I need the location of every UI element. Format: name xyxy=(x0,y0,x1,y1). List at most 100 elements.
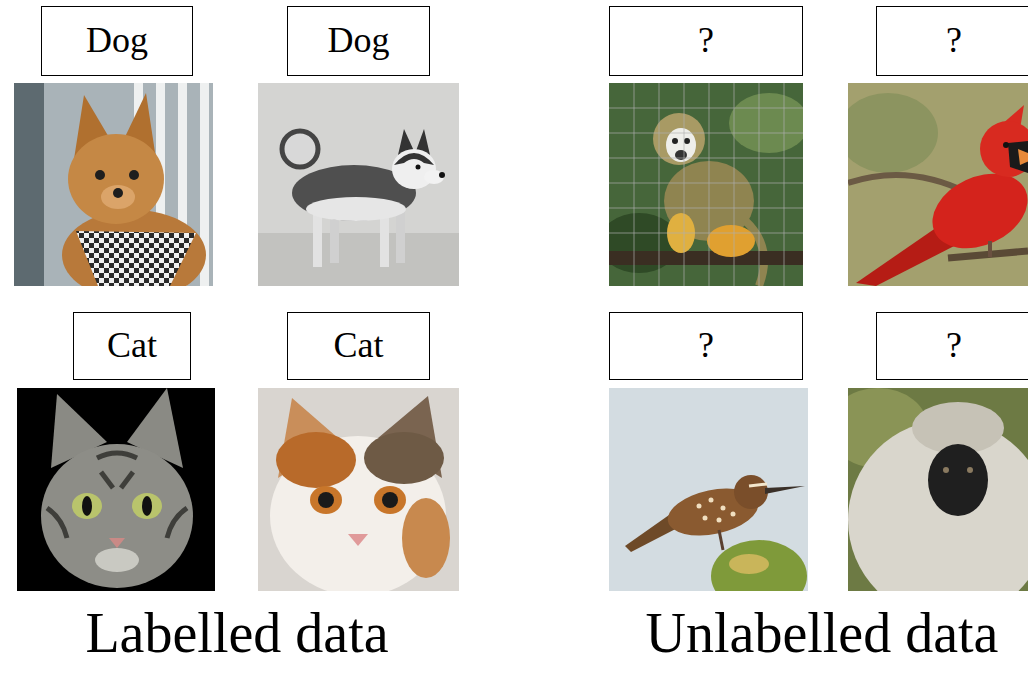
tabby-cat-photo-part xyxy=(17,388,215,591)
monkey-photo-part xyxy=(684,138,690,144)
dog-photo-part xyxy=(129,170,139,180)
label-box: ? xyxy=(609,312,803,380)
tabby-cat-photo-part xyxy=(41,444,193,588)
wren-photo-part-part xyxy=(721,506,726,511)
monkey-photo xyxy=(609,83,803,286)
class-label: ? xyxy=(698,20,714,61)
tabby-cat-photo-part xyxy=(142,496,152,516)
cardinal-photo-part xyxy=(1003,142,1009,148)
class-label: ? xyxy=(946,20,962,61)
dog-photo-part xyxy=(14,83,44,286)
section-caption: Unlabelled data xyxy=(646,600,999,667)
wren-photo-part-part xyxy=(703,516,708,521)
monkey-photo-part xyxy=(672,138,678,144)
calico-cat-photo-part xyxy=(364,432,444,484)
tabby-cat-photo-part-part xyxy=(97,453,137,458)
monkey-photo-part-part xyxy=(609,207,803,209)
tabby-cat-photo-part xyxy=(82,496,92,516)
cardinal-photo-part xyxy=(848,93,938,173)
monkey-photo-part-part xyxy=(609,132,803,134)
langur-photo-part xyxy=(928,444,988,516)
monkey-photo-part-part xyxy=(609,157,803,159)
class-label: ? xyxy=(698,325,714,366)
dog-photo-part xyxy=(14,83,213,286)
calico-cat-photo-part xyxy=(276,432,356,488)
dog-photo-part xyxy=(68,134,164,224)
wren-photo-part xyxy=(765,486,805,494)
monkey-photo-part-part xyxy=(609,232,803,234)
wren-photo-part xyxy=(711,540,807,591)
dog-photo-part xyxy=(101,185,135,209)
cardinal-photo-part xyxy=(980,121,1028,177)
wren-photo-part xyxy=(729,554,769,574)
langur-photo xyxy=(848,388,1028,591)
langur-photo-part xyxy=(967,467,973,473)
calico-cat-photo-part xyxy=(402,498,450,578)
husky-photo-part xyxy=(282,131,318,167)
wren-photo-part-part xyxy=(717,518,722,523)
wren-photo-part xyxy=(734,475,768,509)
label-box: ? xyxy=(876,312,1028,380)
husky-photo-part xyxy=(394,153,434,165)
tabby-cat-photo-part-part xyxy=(47,508,67,538)
monkey-photo-part-part xyxy=(758,83,760,286)
class-label: ? xyxy=(946,325,962,366)
monkey-photo-part xyxy=(729,93,803,153)
tabby-cat-photo-part xyxy=(47,453,187,538)
class-label: Cat xyxy=(107,325,157,366)
monkey-photo-part-part xyxy=(708,83,710,286)
dog-photo xyxy=(14,83,213,286)
tabby-cat-photo xyxy=(17,388,215,591)
dog-photo-part xyxy=(95,170,105,180)
wren-photo-part xyxy=(719,530,723,550)
monkey-photo-part xyxy=(609,251,803,265)
calico-cat-photo-part xyxy=(348,534,368,546)
monkey-photo-part xyxy=(653,113,705,165)
tabby-cat-photo-part xyxy=(95,548,139,572)
langur-photo-part xyxy=(943,467,949,473)
tabby-cat-photo-part-part xyxy=(101,472,113,488)
wren-photo-part-part xyxy=(709,498,714,503)
monkey-photo-part-part xyxy=(609,107,803,109)
dog-photo-part xyxy=(113,188,123,198)
section-caption: Labelled data xyxy=(85,600,388,667)
husky-photo-part xyxy=(439,172,445,178)
label-box: Cat xyxy=(73,312,191,380)
tabby-cat-photo-part xyxy=(132,493,162,519)
monkey-photo-part-part xyxy=(733,83,735,286)
husky-photo-part xyxy=(258,233,459,286)
monkey-photo-part-part xyxy=(683,83,685,286)
husky-photo-part xyxy=(424,170,444,184)
calico-cat-photo xyxy=(258,388,459,591)
dog-photo-part xyxy=(62,210,206,286)
wren-photo-part xyxy=(749,484,767,486)
tabby-cat-photo-part-part xyxy=(167,508,187,538)
wren-photo-part-part xyxy=(697,504,702,509)
tabby-cat-photo-part xyxy=(72,493,102,519)
cardinal-photo-part xyxy=(988,241,992,257)
husky-photo-part xyxy=(258,83,459,286)
monkey-photo-part-part xyxy=(633,83,635,286)
calico-cat-photo-part xyxy=(318,492,334,508)
tabby-cat-photo-part-part xyxy=(121,472,133,488)
wren-photo xyxy=(609,388,808,591)
class-label: Dog xyxy=(86,20,148,61)
husky-photo-part xyxy=(306,197,406,221)
monkey-photo-part-part xyxy=(658,83,660,286)
monkey-photo-part xyxy=(707,225,755,257)
label-box: ? xyxy=(609,6,803,76)
wren-photo-part-part xyxy=(731,512,736,517)
calico-cat-photo-part xyxy=(310,486,342,514)
class-label: Cat xyxy=(334,325,384,366)
monkey-photo-part xyxy=(609,83,803,286)
cardinal-photo xyxy=(848,83,1028,286)
label-box: Dog xyxy=(287,6,430,76)
cardinal-photo-part xyxy=(1018,149,1028,165)
monkey-photo-part-part xyxy=(783,83,785,286)
wren-photo-part xyxy=(697,498,736,523)
calico-cat-photo-part xyxy=(374,486,406,514)
husky-photo-part xyxy=(416,165,421,170)
dog-photo-part xyxy=(76,231,196,286)
monkey-photo-part-part xyxy=(609,182,803,184)
